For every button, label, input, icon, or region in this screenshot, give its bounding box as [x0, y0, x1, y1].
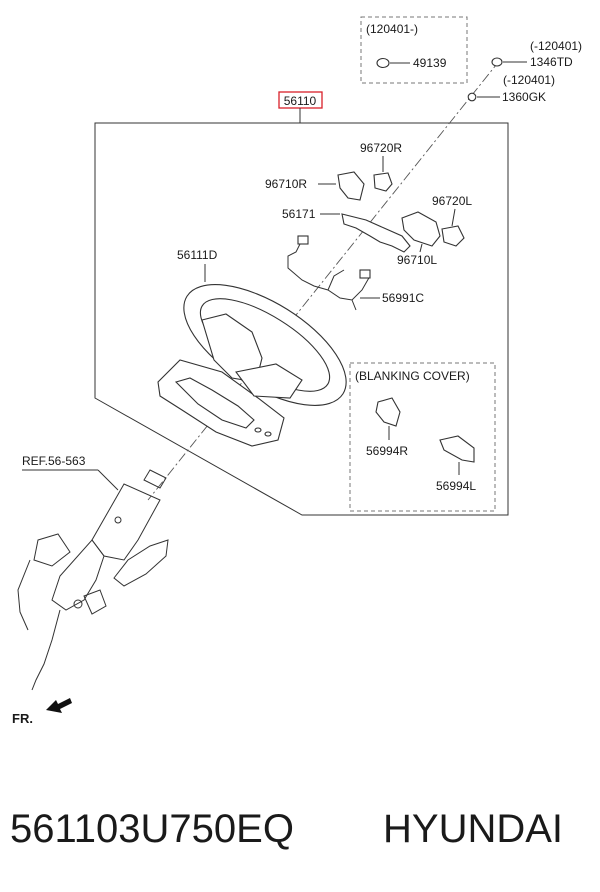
part-96710r-label[interactable]: 96710R	[265, 177, 307, 191]
part-56994l-label[interactable]: 56994L	[436, 479, 476, 493]
part-1360gk-label[interactable]: 1360GK	[502, 90, 546, 104]
reference-leader	[97, 469, 119, 491]
bezel-96710r-icon[interactable]	[337, 171, 365, 201]
part-1346td-label[interactable]: 1346TD	[530, 55, 573, 69]
front-label: FR.	[12, 711, 33, 726]
footer-part-number: 561103U750EQ	[10, 807, 294, 851]
bracket-56171-icon[interactable]	[341, 213, 411, 253]
part-96710l-label[interactable]: 96710L	[397, 253, 437, 267]
part-56991c-label[interactable]: 56991C	[382, 291, 424, 305]
group-callout-label[interactable]: 56110	[284, 94, 317, 108]
blanking-cover-title: (BLANKING COVER)	[355, 369, 470, 383]
note-1360gk: (-120401)	[503, 73, 555, 87]
blanking-56994l-icon[interactable]	[439, 435, 475, 463]
part-56111d-label[interactable]: 56111D	[177, 248, 218, 262]
part-56171-label[interactable]: 56171	[282, 207, 316, 221]
harness-56991c-icon[interactable]	[287, 239, 371, 311]
steering-axis	[147, 59, 501, 501]
note-1346td: (-120401)	[530, 39, 582, 53]
harness-connector	[297, 235, 309, 245]
footer-brand: HYUNDAI	[383, 807, 563, 851]
leader-96720l	[451, 208, 456, 227]
reference-label[interactable]: REF.56-563	[22, 454, 86, 468]
assembly-frame	[94, 122, 509, 516]
leader-96710l	[419, 243, 423, 253]
washer-1360gk-icon[interactable]	[467, 92, 477, 102]
part-49139-label[interactable]: 49139	[413, 56, 447, 70]
part-96720r-label[interactable]: 96720R	[360, 141, 402, 155]
part-96720l-label[interactable]: 96720L	[432, 194, 472, 208]
blanking-56994r-icon[interactable]	[375, 397, 401, 427]
harness-connector	[359, 269, 371, 279]
switch-96720l-icon[interactable]	[441, 225, 465, 247]
steering-wheel-56111d[interactable]	[157, 261, 365, 447]
part-56994r-label[interactable]: 56994R	[366, 444, 408, 458]
variant-box-title: (120401-)	[366, 22, 418, 36]
variant-box	[360, 16, 468, 84]
blanking-cover-box	[349, 362, 496, 512]
switch-96720r-icon[interactable]	[373, 172, 393, 192]
front-arrow-icon	[46, 698, 72, 713]
nut-49139-icon[interactable]	[376, 57, 390, 69]
steering-column[interactable]	[17, 469, 169, 691]
nut-1346td-icon[interactable]	[491, 57, 503, 67]
bezel-96710l-icon[interactable]	[401, 211, 441, 247]
